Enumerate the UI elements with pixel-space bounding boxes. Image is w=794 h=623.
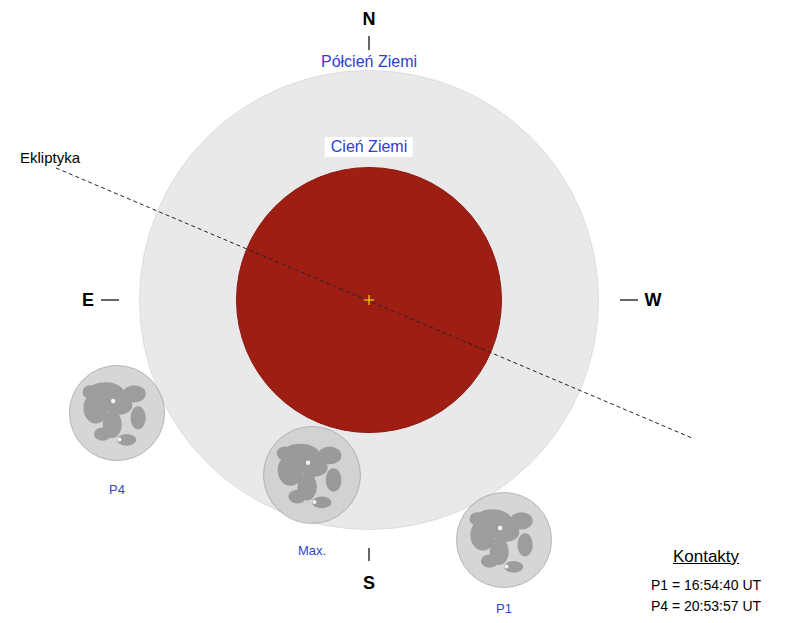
east-tick — [101, 299, 119, 300]
moon-disk — [457, 493, 552, 588]
south-tick — [368, 548, 369, 561]
umbra-circle: Cień Ziemi — [236, 167, 502, 433]
moon-mare — [117, 434, 136, 446]
moon-mare — [469, 512, 484, 525]
phase-label: Max. — [298, 543, 326, 558]
moon-max: Max. — [263, 426, 361, 524]
penumbra-circle: Półcień ZiemiCień Ziemi — [139, 70, 599, 530]
contact-time: P4 = 20:53:57 UT — [651, 598, 761, 614]
compass-north: N — [363, 9, 376, 30]
moon-crater — [117, 437, 121, 441]
moon-mare — [481, 554, 498, 567]
north-tick — [368, 36, 369, 50]
moon-mare — [318, 447, 342, 465]
moon-mare — [517, 533, 532, 556]
moon-p4: P4 — [69, 365, 165, 461]
moon-mare — [288, 490, 306, 504]
moon-mare — [504, 561, 523, 573]
moon-disk — [70, 366, 165, 461]
moon-mare — [326, 468, 342, 492]
moon-crater — [111, 399, 115, 403]
moon-mare — [82, 385, 97, 398]
moon-disk — [70, 366, 165, 461]
umbra-circle — [237, 168, 502, 433]
moon-p1-shape — [456, 492, 552, 588]
moon-disk — [457, 493, 552, 588]
moon-mare — [312, 497, 332, 509]
west-tick — [620, 299, 638, 300]
center-cross — [364, 299, 374, 300]
contacts-heading: Kontakty — [673, 547, 739, 567]
moon-disk — [264, 427, 361, 524]
moon-mare — [94, 427, 111, 440]
moon-crater — [312, 500, 316, 504]
moon-mare — [510, 512, 533, 529]
phase-label: P4 — [109, 482, 125, 497]
moon-mare — [130, 406, 145, 429]
compass-east: E — [82, 290, 94, 311]
compass-south: S — [363, 573, 375, 594]
compass-west: W — [645, 290, 662, 311]
moon-p4-shape — [69, 365, 165, 461]
moon-disk — [264, 427, 361, 524]
ecliptic-line — [56, 168, 692, 438]
moon-mare — [123, 385, 146, 402]
moon-p1: P1 — [456, 492, 552, 588]
phase-label: P1 — [496, 601, 512, 616]
region-label: Półcień Ziemi — [321, 53, 417, 71]
moon-crater — [306, 461, 310, 465]
moon-mare — [277, 447, 293, 461]
ecliptic-label: Ekliptyka — [20, 149, 80, 166]
moon-crater — [498, 526, 502, 530]
region-label: Cień Ziemi — [325, 137, 413, 157]
umbra-circle-shape — [236, 167, 502, 433]
moon-crater — [504, 564, 508, 568]
center-cross — [368, 295, 369, 305]
contact-time: P1 = 16:54:40 UT — [651, 577, 761, 593]
penumbra-circle — [140, 71, 599, 530]
moon-max-shape — [263, 426, 361, 524]
